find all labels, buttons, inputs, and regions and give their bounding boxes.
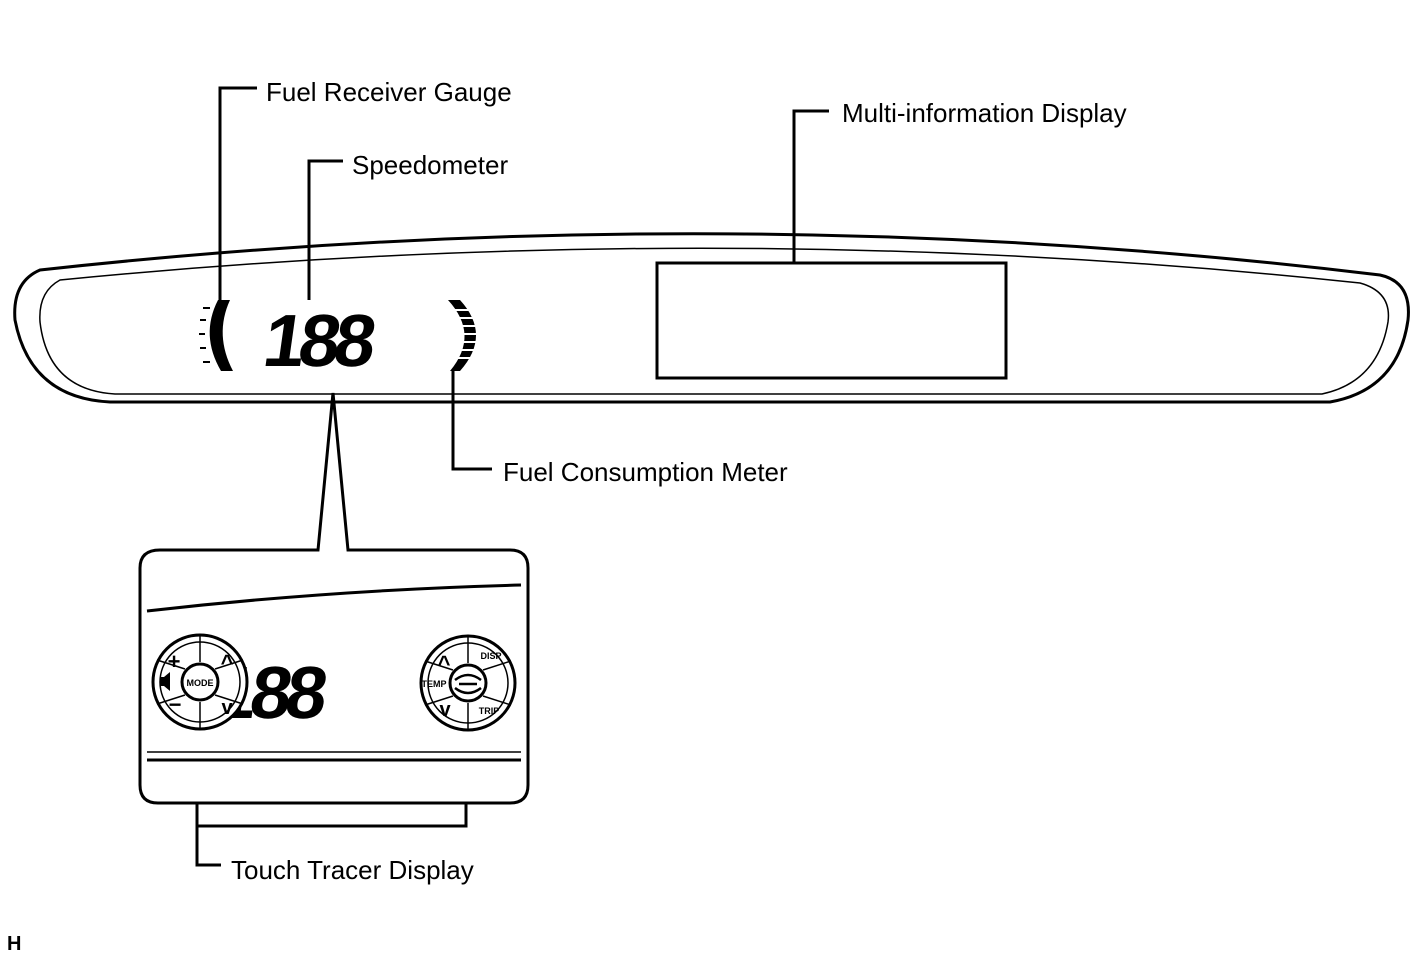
cluster-inner-outline: [39, 247, 1390, 395]
left-up-label: ^: [221, 650, 234, 675]
touch-tracer-inset: 188 MODE + − ^ v: [138, 392, 530, 805]
fuel-consumption-meter: [448, 300, 477, 371]
left-mode-button: [180, 662, 220, 702]
left-plus-label: +: [168, 649, 181, 674]
label-speedometer: Speedometer: [352, 150, 508, 180]
label-fuel-receiver-gauge: Fuel Receiver Gauge: [266, 77, 512, 107]
leader-speedometer: [307, 159, 343, 300]
left-mode-label: MODE: [187, 678, 214, 688]
cluster-housing: [13, 232, 1410, 404]
label-fuel-consumption-meter: Fuel Consumption Meter: [503, 457, 788, 487]
right-trip-label: TRIP: [479, 706, 500, 716]
cluster-outer-outline: [13, 232, 1410, 404]
right-temp-label: TEMP: [421, 679, 446, 689]
voice-icon: [454, 673, 482, 695]
left-down-label: v: [221, 697, 233, 719]
label-multi-information-display: Multi-information Display: [842, 98, 1127, 128]
fuel-receiver-gauge: [199, 300, 233, 371]
leader-fuel-receiver-gauge: [218, 86, 257, 300]
right-up-label: ^: [438, 651, 451, 676]
left-minus-label: −: [169, 692, 182, 717]
right-steering-switch: DISP TEMP TRIP ^ v: [419, 634, 517, 732]
speaker-icon: [160, 672, 170, 691]
leader-multi-information-display: [792, 109, 829, 263]
inset-outline: [138, 392, 530, 805]
corner-mark: H: [7, 933, 21, 955]
label-touch-tracer-display: Touch Tracer Display: [231, 855, 474, 885]
right-disp-label: DISP: [480, 651, 501, 661]
left-steering-switch: MODE + − ^ v: [151, 633, 249, 731]
leader-fuel-consumption-meter: [451, 370, 492, 471]
speedometer-display: 188: [259, 299, 381, 382]
right-down-label: v: [439, 699, 451, 721]
speedometer-digits: 188: [259, 299, 381, 382]
multi-information-display-screen: [655, 261, 1008, 380]
